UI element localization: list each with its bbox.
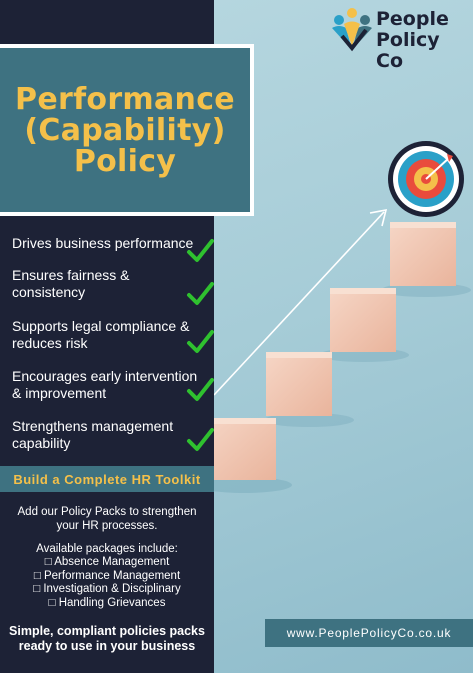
- package-item: □ Performance Management: [33, 569, 181, 582]
- closing-statement: Simple, compliant policies packs ready t…: [9, 624, 205, 653]
- logo-text: People Policy Co: [376, 9, 470, 72]
- package-item: □ Handling Grievances: [48, 596, 166, 609]
- packages-list: Available packages include: □ Absence Ma…: [8, 543, 206, 610]
- benefit-item: Encourages early intervention & improvem…: [12, 368, 198, 401]
- benefit-item: Strengthens management capability: [12, 418, 174, 451]
- title-line-3: Policy: [73, 143, 177, 179]
- green-check-icon: [187, 330, 214, 353]
- title-box: Performance (Capability) Policy: [0, 44, 254, 216]
- toolkit-heading: Build a Complete HR Toolkit: [0, 466, 214, 492]
- title-line-1: Performance: [15, 81, 235, 117]
- green-check-icon: [187, 239, 214, 262]
- green-check-icon: [187, 282, 214, 305]
- green-check-icon: [187, 428, 214, 451]
- green-check-icon: [187, 378, 214, 401]
- package-item: □ Investigation & Disciplinary: [33, 583, 181, 596]
- people-policy-co-logo: People Policy Co: [330, 6, 470, 72]
- website-link[interactable]: www.PeoplePolicyCo.co.uk: [265, 619, 473, 647]
- package-item: □ Absence Management: [44, 556, 170, 569]
- staircase-photo: [214, 0, 473, 673]
- logo-line1: People: [376, 8, 449, 30]
- blocks-illustration: [214, 208, 471, 493]
- title-line-2: (Capability): [24, 112, 226, 148]
- benefit-item: Ensures fairness & consistency: [12, 267, 130, 300]
- logo-people-icon: [332, 8, 372, 52]
- add-packs-text: Add our Policy Packs to strengthen your …: [17, 506, 197, 532]
- benefit-item: Drives business performance: [12, 235, 194, 251]
- packages-intro: Available packages include:: [36, 543, 178, 555]
- logo-line2: Policy Co: [376, 29, 440, 72]
- target-icon: [388, 141, 464, 217]
- benefit-item: Supports legal compliance & reduces risk: [12, 318, 190, 351]
